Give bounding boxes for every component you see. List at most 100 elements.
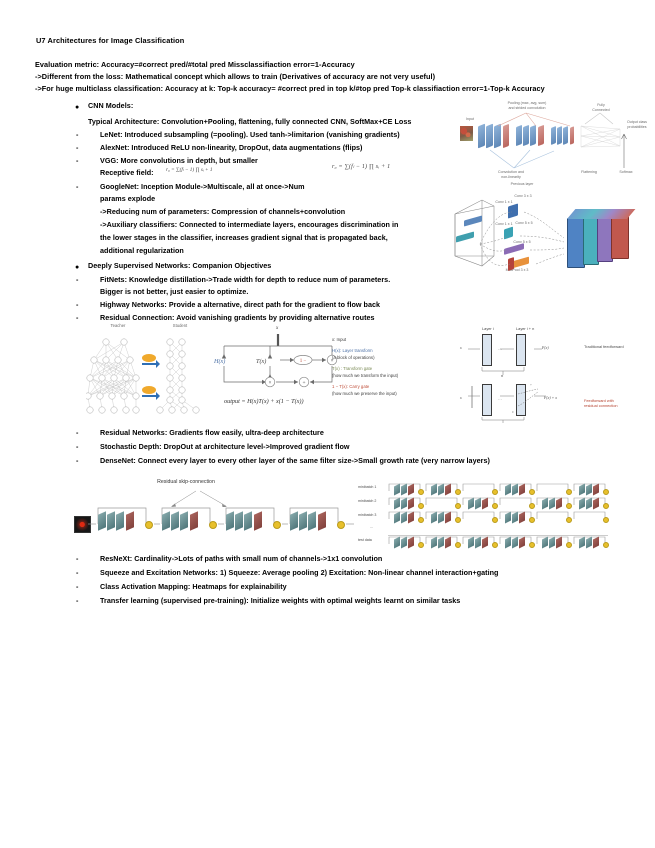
residual-skip-connection-diagram: Residual skip-connection [70,480,355,546]
fully-connected-arrows [584,112,614,125]
dash-icon: - [76,456,79,465]
item-resnext: ResNeXt: Cardinality->Lots of paths with… [100,554,383,563]
input-image-thumbnail [460,126,473,141]
highway-wiring: 1 − × × + H(x) T(x) [213,334,338,388]
span-brace-top [481,367,525,375]
minibatch-2-label: minibatch 2 [358,499,377,503]
conv3x3-label: Conv 3 x 3 [514,194,532,198]
fully-connected-mesh [580,125,621,148]
intro-line-3: ->For huge multiclass classification: Ac… [35,84,545,93]
layer-bar [516,384,526,416]
dash-icon: - [76,300,79,309]
legend-hx-note: (a block of operations) [332,355,375,360]
softmax-label: Softmax [619,170,633,174]
svg-text:+: + [302,380,305,386]
highway-legend: x: Input H(x): Layer transform (a block … [332,337,462,409]
minibatch-1-label: minibatch 1 [358,485,377,489]
stochastic-depth-diagram: minibatch 1 minibatch 2 minibatch 3 ... … [358,480,654,549]
convolution-arrows [489,149,555,169]
receptive-field-formula: r₀ = ∑(fₗ − 1) ∏ sᵢ + 1 [332,164,391,170]
svg-text:+: + [530,383,532,387]
svg-text:x: x [511,410,514,414]
inception-module-diagram: Previous layer Conv 1 x 1 Conv 3 x 3 Con… [452,182,652,290]
item-googlenet-aux-3: additional regularization [100,246,184,255]
legend-x: x: Input [332,337,347,342]
item-squeeze-excitation: Squeeze and Excitation Networks: 1) Sque… [100,568,499,577]
conv5x5-label: Conv 5 x 5 [515,221,533,225]
item-googlenet-cont: params explode [100,194,156,203]
top-flow-arrows [468,348,542,350]
svg-text:×: × [268,380,271,386]
receptive-field-inline-formula: r₀ = ∑(fₗ − 1) ∏ sᵢ + 1 [166,167,213,173]
fx-top: F(x) [542,346,549,350]
item-fitnets: FitNets: Knowledge distillation->Trade w… [100,275,391,284]
item-class-activation-mapping: Class Activation Mapping: Heatmaps for e… [100,582,287,591]
layer-bar [516,334,526,366]
highway-network-diagram: x [212,326,348,418]
fx-bottom: F(x) + x [544,396,557,400]
input-label: Input [466,117,474,121]
bullet-icon: ● [75,264,80,271]
knowledge-distillation-diagram: Teacher Student [86,322,208,420]
sum-node [337,521,345,529]
item-fitnets-cont: Bigger is not better, just easier to opt… [100,287,249,296]
dash-icon: - [76,313,79,322]
input-x-top: x [460,346,462,350]
test-data-label: test data [358,538,372,542]
teacher-label: Teacher [110,323,126,328]
student-label: Student [172,323,188,328]
softmax-arrow [621,133,627,168]
input-x-bottom: x [460,396,462,400]
span-brace-bottom [481,417,525,423]
maxpool-label: MaxPool 3 x 3 [505,268,529,272]
legend-tx-note: (how much we transform the input) [332,373,399,378]
legend-carry: 1 − T(x): Carry gate [332,384,370,389]
bottom-flow-arrows: x + [468,383,546,414]
network-graphs [86,338,200,414]
caption-arrows [171,490,227,507]
span-n-top: n [501,373,504,378]
highway-output-formula: output = H(x)T(x) + x(1 − T(x)) [224,398,304,405]
page-title: U7 Architectures for Image Classificatio… [36,36,185,45]
dash-icon: - [76,596,79,605]
previous-layer-label: Previous layer [510,182,534,186]
item-googlenet-aux-2: the lower stages in the classifier, incr… [100,233,388,242]
svg-text:×: × [330,358,333,364]
residual-connection-diagram: Layer i Layer i + n Traditional feedforw… [458,326,654,423]
svg-text:H(x): H(x) [213,358,225,365]
dash-icon: - [76,568,79,577]
layer-bar [482,334,492,366]
layer-i-label: Layer i [482,326,494,331]
output-class-probabilities-label: Output class probabilities [627,120,647,129]
item-stochastic-depth: Stochastic Depth: DropOut at architectur… [100,442,350,451]
legend-carry-note: (how much we preserve the input) [332,391,397,396]
pooling-arrows [497,112,571,127]
sum-node [209,521,217,529]
item-googlenet-reducing: ->Reducing num of parameters: Compressio… [100,207,346,216]
dash-icon: - [76,156,79,165]
divider [388,535,608,536]
highway-input-label: x [276,326,279,331]
item-vgg: VGG: More convolutions in depth, but sma… [100,156,258,165]
intro-line-2: ->Different from the loss: Mathematical … [35,72,436,81]
flattening-label: Flattening [581,170,597,174]
dash-icon: - [76,428,79,437]
residual-feedforward-caption: Feedforward with residual connection [584,398,618,408]
section-heading-cnn-models: CNN Models: [88,101,134,110]
pooling-label: Pooling (max, avg, sum) and strided conv… [507,101,547,110]
ellipsis-label: ... [370,525,373,529]
ellipsis-bottom: … [498,396,502,401]
item-googlenet-aux-1: ->Auxiliary classifiers: Connected to in… [100,220,399,229]
dash-icon: - [76,442,79,451]
legend-hx: H(x): Layer transform [332,348,373,353]
ellipsis-top: … [498,346,502,351]
dash-icon: - [76,130,79,139]
sum-node [145,521,153,529]
dash-icon: - [76,182,79,191]
dash-icon: - [76,275,79,284]
dash-icon: - [76,554,79,563]
convolution-label: Convolution and non-linearity [498,170,524,179]
item-residual-connection: Residual Connection: Avoid vanishing gra… [100,313,375,322]
input-volume-wireframe [454,199,495,267]
